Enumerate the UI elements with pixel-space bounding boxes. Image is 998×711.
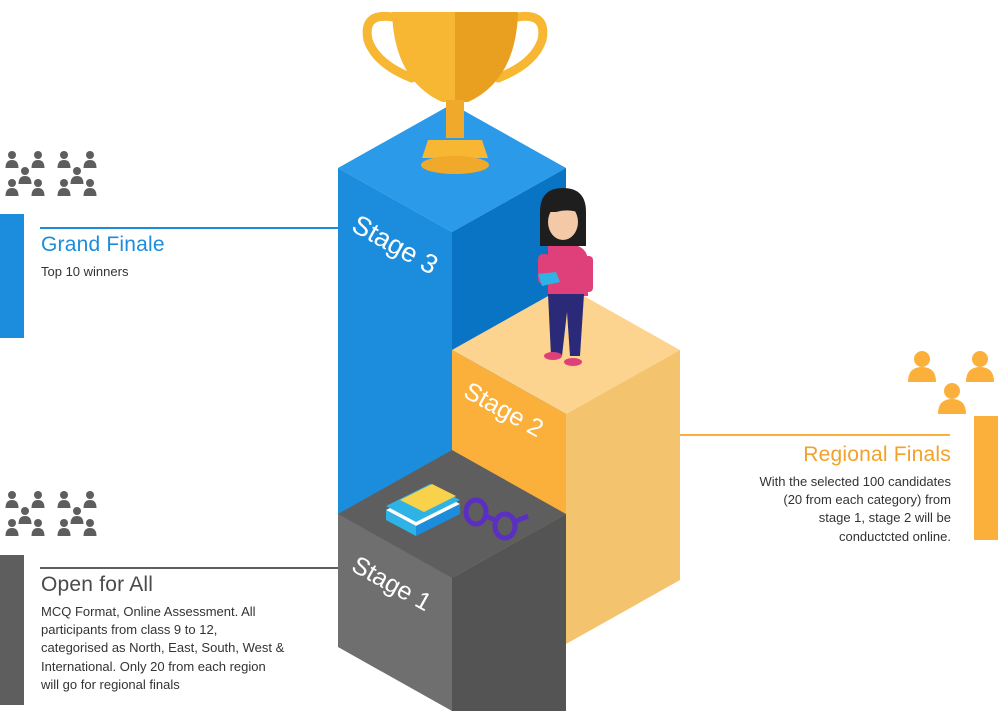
description-line: With the selected 100 candidates (759, 474, 951, 489)
grand-finale-section: Grand Finale Top 10 winners (41, 233, 165, 281)
book-icon (386, 484, 460, 536)
people-group-icon (5, 151, 97, 196)
description-line: International. Only 20 from each region (41, 658, 266, 674)
description-line: (20 from each category) from (783, 492, 951, 508)
grand-finale-description: Top 10 winners (41, 264, 129, 279)
glasses-icon (463, 497, 529, 541)
description-line: will go for regional finals (41, 676, 180, 692)
regional-finals-description: With the selected 100 candidates (20 fro… (759, 473, 951, 546)
regional-finals-accent-bar (974, 416, 998, 540)
regional-finals-title: Regional Finals (803, 443, 951, 466)
description-line: conductcted online. (838, 528, 951, 544)
trophy-icon (362, 11, 548, 174)
description-line: stage 1, stage 2 will be (818, 510, 951, 526)
stage-1-block (338, 450, 566, 711)
description-line: MCQ Format, Online Assessment. All (41, 604, 256, 619)
open-for-all-accent-bar (0, 555, 24, 705)
open-for-all-section: Open for All MCQ Format, Online Assessme… (41, 573, 331, 694)
open-for-all-title: Open for All (41, 573, 154, 596)
people-group-icon (908, 351, 994, 414)
grand-finale-title: Grand Finale (41, 233, 165, 256)
description-line: categorised as North, East, South, West … (41, 640, 285, 656)
open-for-all-description: MCQ Format, Online Assessment. All parti… (41, 603, 331, 694)
people-group-icon (5, 491, 97, 536)
grand-finale-accent-bar (0, 214, 24, 338)
regional-finals-section: Regional Finals With the selected 100 ca… (759, 443, 951, 546)
description-line: participants from class 9 to 12, (41, 622, 218, 638)
person-illustration (538, 188, 593, 366)
